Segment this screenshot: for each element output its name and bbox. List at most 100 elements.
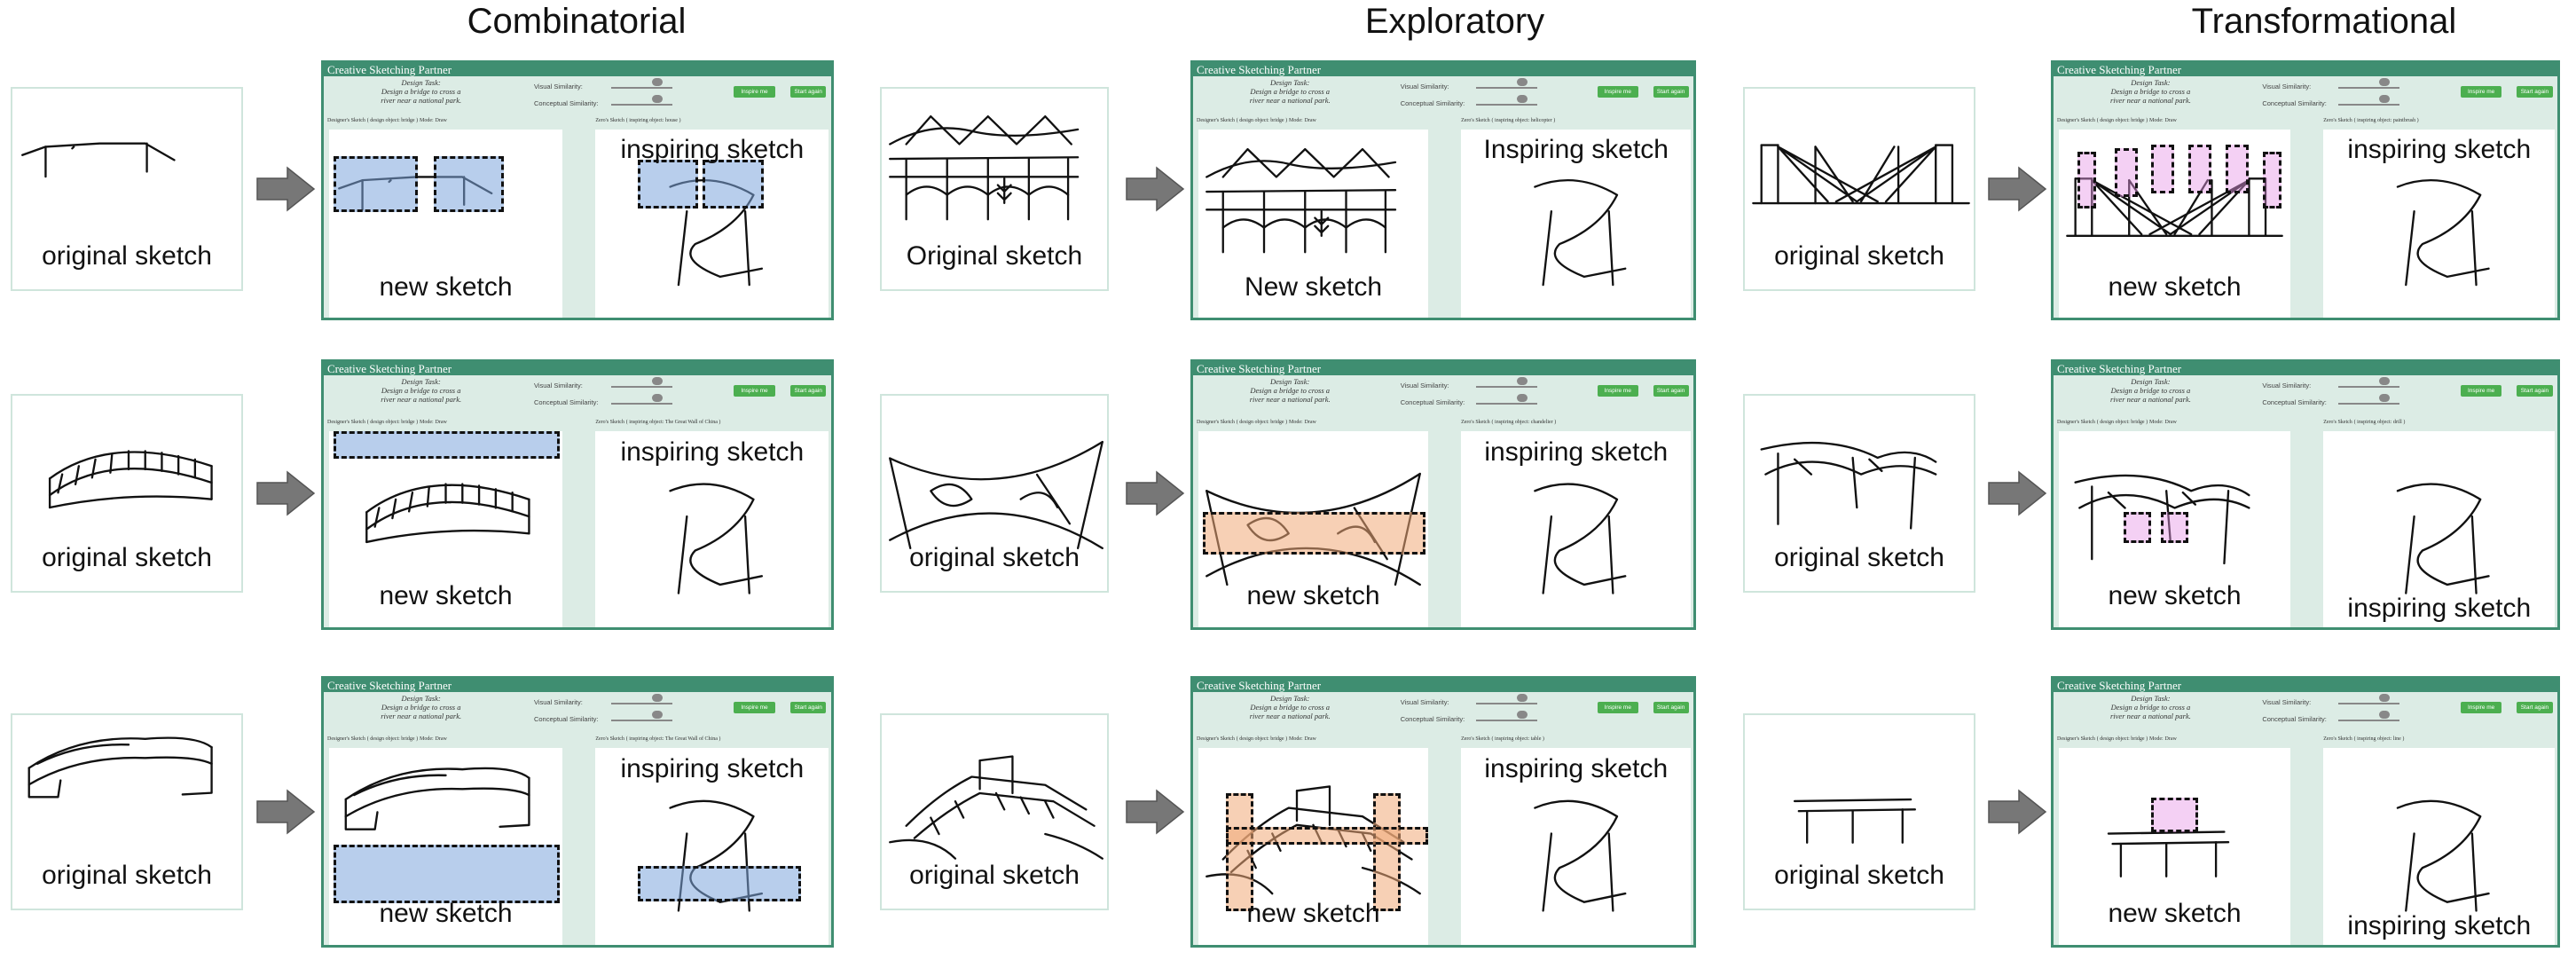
visual-similarity-slider[interactable] xyxy=(1476,703,1537,704)
new-sketch-canvas[interactable]: new sketch xyxy=(1198,748,1428,945)
visual-similarity-knob[interactable] xyxy=(2379,78,2391,86)
mode-select[interactable]: Draw xyxy=(1304,736,1316,742)
visual-similarity-slider[interactable] xyxy=(2338,87,2400,89)
mode-select[interactable]: Draw xyxy=(435,420,447,425)
original-sketch-label: original sketch xyxy=(909,861,1080,890)
mode-select[interactable]: Draw xyxy=(435,736,447,742)
visual-similarity-slider[interactable] xyxy=(1476,386,1537,388)
visual-similarity-slider[interactable] xyxy=(610,87,673,89)
visual-similarity-slider[interactable] xyxy=(610,703,673,704)
arrow-icon xyxy=(255,166,316,212)
visual-similarity-slider[interactable] xyxy=(610,386,673,388)
inspire-me-button[interactable]: Inspire me xyxy=(1598,86,1638,98)
conceptual-similarity-slider[interactable] xyxy=(610,720,673,721)
new-sketch-canvas[interactable]: new sketch xyxy=(1198,431,1428,627)
highlight-region xyxy=(2151,144,2175,194)
conceptual-similarity-slider[interactable] xyxy=(610,104,673,106)
mode-select[interactable]: Draw xyxy=(2164,118,2177,123)
new-sketch-drawing xyxy=(2107,830,2230,877)
visual-similarity-slider[interactable] xyxy=(2338,386,2400,388)
conceptual-similarity-knob[interactable] xyxy=(1516,95,1528,103)
conceptual-similarity-slider[interactable] xyxy=(1476,403,1537,405)
highlight-region xyxy=(334,431,561,459)
original-sketch-transformational-3: original sketch xyxy=(1743,713,1975,910)
original-sketch-label: original sketch xyxy=(42,861,212,890)
inspire-me-button[interactable]: Inspire me xyxy=(1598,385,1638,397)
new-sketch-label: new sketch xyxy=(379,899,513,929)
designers-sketch-label: Designer's Sketch ( design object: bridg… xyxy=(2057,734,2177,742)
highlight-region xyxy=(2188,144,2212,194)
zeros-sketch-title: Zero's Sketch xyxy=(595,420,624,425)
highlight-region xyxy=(2225,144,2249,194)
conceptual-similarity-knob[interactable] xyxy=(2379,711,2391,719)
inspire-me-button[interactable]: Inspire me xyxy=(734,86,775,98)
conceptual-similarity-knob[interactable] xyxy=(651,394,663,402)
conceptual-similarity-knob[interactable] xyxy=(651,95,663,103)
visual-similarity-slider[interactable] xyxy=(2338,703,2400,704)
conceptual-similarity-slider[interactable] xyxy=(1476,720,1537,721)
conceptual-similarity-knob[interactable] xyxy=(651,711,663,719)
mode-label: Mode: xyxy=(2148,736,2164,742)
visual-similarity-knob[interactable] xyxy=(651,377,663,385)
zeros-sketch-label: Zero's Sketch ( inspiring object: line ) xyxy=(2323,734,2404,742)
start-again-button[interactable]: Start again xyxy=(2517,702,2553,713)
conceptual-similarity-slider[interactable] xyxy=(2338,104,2400,106)
visual-similarity-slider[interactable] xyxy=(1476,87,1537,89)
original-sketch-drawing xyxy=(1760,441,1937,530)
visual-similarity-knob[interactable] xyxy=(2379,694,2391,702)
visual-similarity-label: Visual Similarity: xyxy=(1400,698,1449,706)
conceptual-similarity-slider[interactable] xyxy=(1476,104,1537,106)
inspiring-sketch-drawing xyxy=(1534,799,1627,912)
mode-select[interactable]: Draw xyxy=(1304,118,1316,123)
start-again-button[interactable]: Start again xyxy=(1653,385,1689,397)
visual-similarity-knob[interactable] xyxy=(651,78,663,86)
conceptual-similarity-knob[interactable] xyxy=(2379,95,2391,103)
mode-select[interactable]: Draw xyxy=(2164,420,2177,425)
visual-similarity-knob[interactable] xyxy=(2379,377,2391,385)
new-sketch-canvas[interactable]: new sketch xyxy=(2059,130,2290,318)
conceptual-similarity-slider[interactable] xyxy=(610,403,673,405)
new-sketch-canvas[interactable]: new sketch xyxy=(2059,748,2290,945)
start-again-button[interactable]: Start again xyxy=(2517,86,2553,98)
inspire-me-button[interactable]: Inspire me xyxy=(1598,702,1638,713)
inspire-me-button[interactable]: Inspire me xyxy=(2461,702,2502,713)
inspire-me-button[interactable]: Inspire me xyxy=(734,702,775,713)
mode-select[interactable]: Draw xyxy=(435,118,447,123)
visual-similarity-knob[interactable] xyxy=(1516,377,1528,385)
start-again-button[interactable]: Start again xyxy=(2517,385,2553,397)
original-sketch-label: original sketch xyxy=(42,543,212,572)
new-sketch-canvas[interactable]: New sketch xyxy=(1198,130,1428,318)
mode-select[interactable]: Draw xyxy=(1304,420,1316,425)
design-task-line: Design a bridge to cross a xyxy=(1250,703,1330,712)
start-again-button[interactable]: Start again xyxy=(789,86,827,98)
visual-similarity-knob[interactable] xyxy=(651,694,663,702)
highlight-region xyxy=(1203,511,1426,555)
inspire-me-button[interactable]: Inspire me xyxy=(2461,385,2502,397)
new-sketch-canvas[interactable]: new sketch xyxy=(329,748,562,945)
conceptual-similarity-slider[interactable] xyxy=(2338,403,2400,405)
start-again-button[interactable]: Start again xyxy=(1653,702,1689,713)
visual-similarity-knob[interactable] xyxy=(1516,78,1528,86)
design-task-heading: Design Task: xyxy=(1270,78,1310,87)
mode-select[interactable]: Draw xyxy=(2164,736,2177,742)
inspiring-sketch-canvas: inspiring sketch xyxy=(2323,130,2556,318)
conceptual-similarity-slider[interactable] xyxy=(2338,720,2400,721)
inspire-me-button[interactable]: Inspire me xyxy=(2461,86,2502,98)
start-again-button[interactable]: Start again xyxy=(1653,86,1689,98)
original-sketch-drawing xyxy=(21,142,176,178)
inspire-me-button[interactable]: Inspire me xyxy=(734,385,775,397)
new-sketch-canvas[interactable]: new sketch xyxy=(329,130,562,318)
new-sketch-canvas[interactable]: new sketch xyxy=(329,431,562,627)
conceptual-similarity-knob[interactable] xyxy=(1516,711,1528,719)
inspiring-object: ( inspiring object: The Great Wall of Ch… xyxy=(625,420,721,425)
inspiring-sketch-label: inspiring sketch xyxy=(1484,753,1669,783)
visual-similarity-knob[interactable] xyxy=(1516,694,1528,702)
new-sketch-canvas[interactable]: new sketch xyxy=(2059,431,2290,627)
highlight-region xyxy=(637,866,801,902)
new-sketch-label: new sketch xyxy=(379,581,513,611)
start-again-button[interactable]: Start again xyxy=(789,385,827,397)
start-again-button[interactable]: Start again xyxy=(789,702,827,713)
conceptual-similarity-knob[interactable] xyxy=(2379,394,2391,402)
conceptual-similarity-knob[interactable] xyxy=(1516,394,1528,402)
